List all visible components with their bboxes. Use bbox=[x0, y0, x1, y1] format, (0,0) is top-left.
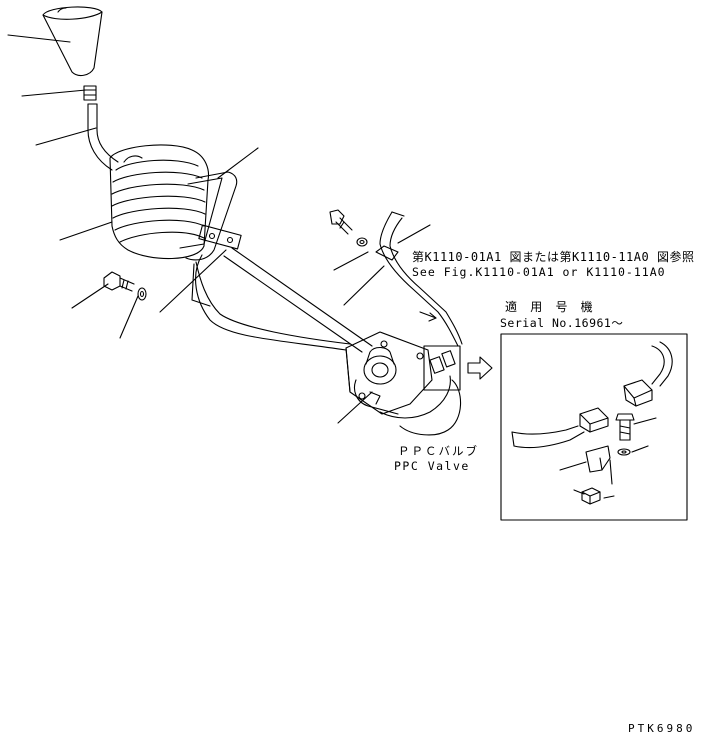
reference-note-english: See Fig.K1110-01A1 or K1110-11A0 bbox=[412, 265, 666, 279]
mounting-plate bbox=[179, 171, 242, 261]
rubber-boot bbox=[109, 144, 210, 260]
leader-lines bbox=[7, 34, 431, 424]
connector-detail-box bbox=[423, 345, 461, 391]
pointer-arrow bbox=[419, 311, 437, 322]
detail-arrow bbox=[467, 356, 493, 380]
upper-hose bbox=[375, 211, 463, 347]
ppc-valve bbox=[345, 331, 433, 415]
serial-note-japanese: 適 用 号 機 bbox=[505, 300, 596, 314]
inset-frame bbox=[500, 333, 688, 521]
inset-clamp bbox=[559, 445, 615, 505]
wire-loop bbox=[379, 375, 462, 436]
hose-assembly bbox=[191, 247, 373, 353]
lever-knob bbox=[42, 6, 103, 77]
serial-note-english: Serial No.16961～ bbox=[500, 316, 624, 330]
ppc-valve-label-japanese: ＰＰＣバルブ bbox=[398, 444, 479, 458]
inset-connectors bbox=[511, 341, 673, 449]
bolt-left bbox=[103, 271, 147, 301]
drawing-code: PTK6980 bbox=[628, 722, 696, 735]
inset-bolt bbox=[615, 413, 657, 456]
ppc-valve-label-english: PPC Valve bbox=[394, 459, 470, 473]
nut bbox=[83, 85, 97, 101]
bolt-top bbox=[329, 209, 368, 247]
lever-rod bbox=[87, 103, 119, 171]
reference-note-japanese: 第K1110-01A1 図または第K1110-11A0 図参照 bbox=[412, 250, 695, 264]
